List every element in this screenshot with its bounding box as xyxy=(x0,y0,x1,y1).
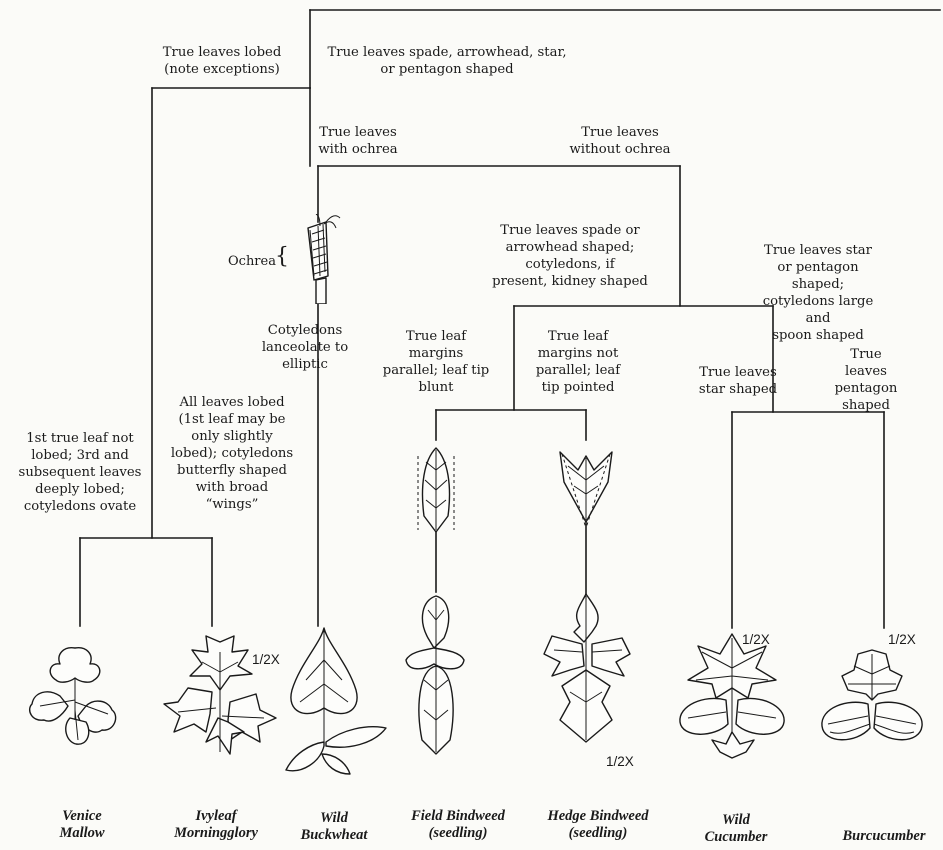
species-burcucumber: Burcucumber xyxy=(843,828,926,845)
ochrea-label: Ochrea xyxy=(228,254,276,269)
star-shaped-label: True leaves star shaped xyxy=(699,364,777,398)
margins-parallel-label: True leaf margins parallel; leaf tip blu… xyxy=(383,328,489,396)
wild-buckwheat-seedling-icon xyxy=(276,624,396,784)
species-wild-cucumber: Wild Cucumber xyxy=(705,812,768,846)
star-pentagon-label: True leaves star or pentagon shaped; cot… xyxy=(756,242,881,344)
pentagon-shaped-label: True leaves pentagon shaped xyxy=(828,346,905,414)
venice-mallow-seedling-icon xyxy=(20,640,130,770)
field-bindweed-seedling-icon xyxy=(388,590,498,760)
with-ochrea-label: True leaves with ochrea xyxy=(318,124,397,158)
hedge-bindweed-seedling-icon xyxy=(540,592,640,762)
wild-cucumber-seedling-icon xyxy=(668,628,798,768)
spade-arrowhead-label: True leaves spade or arrowhead shaped; c… xyxy=(492,222,648,290)
species-wild-buckwheat: Wild Buckwheat xyxy=(301,810,368,844)
species-hedge-bindweed: Hedge Bindweed (seedling) xyxy=(547,808,648,842)
cucumber-scale-label: 1/2X xyxy=(742,632,770,647)
first-leaf-not-lobed-label: 1st true leaf not lobed; 3rd and subsequ… xyxy=(19,430,142,515)
species-field-bindweed: Field Bindweed (seedling) xyxy=(411,808,505,842)
ivyleaf-scale-label: 1/2X xyxy=(252,652,280,667)
field-bindweed-leaf-outline-icon xyxy=(406,446,466,536)
all-leaves-lobed-label: All leaves lobed (1st leaf may be only s… xyxy=(171,394,293,513)
species-ivyleaf-morningglory: Ivyleaf Morningglory xyxy=(174,808,258,842)
without-ochrea-label: True leaves without ochrea xyxy=(569,124,670,158)
ochrea-stem-illustration xyxy=(290,214,350,304)
cotyledons-lanceolate-label: Cotyledons lanceolate to elliptic xyxy=(262,322,348,373)
burcucumber-seedling-icon xyxy=(812,644,932,774)
branch-lobed-label: True leaves lobed (note exceptions) xyxy=(163,44,282,78)
ochrea-brace: { xyxy=(275,246,289,268)
burcucumber-scale-label: 1/2X xyxy=(888,632,916,647)
species-venice-mallow: Venice Mallow xyxy=(59,808,104,842)
hedge-scale-label: 1/2X xyxy=(606,754,634,769)
margins-not-parallel-label: True leaf margins not parallel; leaf tip… xyxy=(536,328,620,396)
hedge-bindweed-leaf-outline-icon xyxy=(556,446,616,536)
branch-shaped-label: True leaves spade, arrowhead, star, or p… xyxy=(327,44,566,78)
